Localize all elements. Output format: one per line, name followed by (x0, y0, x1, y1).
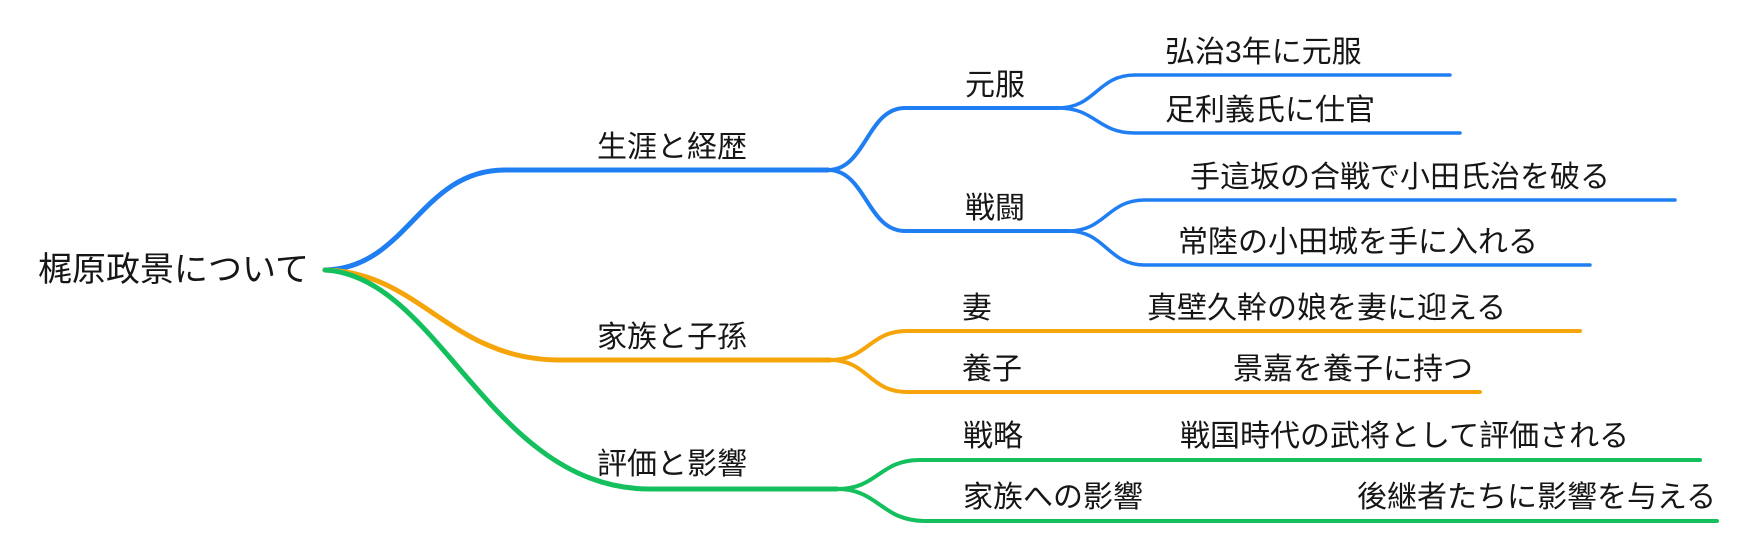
link-root-to-life-career (322, 167, 831, 273)
node-youshi[interactable]: 養子 (962, 353, 1022, 386)
node-life-career[interactable]: 生涯と経歴 (597, 131, 747, 164)
node-leaf-kageyoshi[interactable]: 景嘉を養子に持つ (1233, 353, 1473, 386)
node-leaf-tehaizaka[interactable]: 手這坂の合戦で小田氏治を破る (1190, 161, 1610, 194)
node-senryaku[interactable]: 戦略 (963, 420, 1023, 453)
link-sentou-to-leaf-odajou (1066, 229, 1592, 267)
link-sentou-to-leaf-tehaizaka (1066, 198, 1677, 233)
node-kazoku-eikyou[interactable]: 家族への影響 (963, 481, 1143, 514)
link-life-career-to-sentou (826, 168, 1070, 233)
node-leaf-makabe[interactable]: 真壁久幹の娘を妻に迎える (1147, 292, 1507, 325)
node-tsuma[interactable]: 妻 (962, 292, 992, 325)
link-evaluation-to-kazoku (835, 487, 1719, 523)
link-root-to-evaluation (322, 267, 840, 492)
node-leaf-koji3-genpuku[interactable]: 弘治3年に元服 (1165, 36, 1362, 69)
node-sentou[interactable]: 戦闘 (965, 192, 1025, 225)
link-genpuku-to-leaf-ashikaga (1056, 106, 1462, 135)
link-genpuku-to-leaf-koji (1056, 73, 1452, 110)
link-evaluation-to-senryaku (835, 458, 1702, 491)
node-leaf-koukeisha[interactable]: 後継者たちに影響を与える (1357, 481, 1717, 514)
node-leaf-sengoku-busho[interactable]: 戦国時代の武将として評価される (1180, 420, 1630, 453)
link-family-to-tsuma-row (828, 329, 1582, 362)
node-evaluation[interactable]: 評価と影響 (597, 448, 747, 481)
node-leaf-odajou[interactable]: 常陸の小田城を手に入れる (1178, 226, 1538, 259)
node-genpuku[interactable]: 元服 (965, 69, 1025, 102)
node-family[interactable]: 家族と子孫 (597, 321, 747, 354)
link-family-to-youshi-row (828, 358, 1482, 394)
link-root-to-family (322, 267, 833, 363)
node-root[interactable]: 梶原政景について (38, 251, 309, 289)
node-leaf-ashikaga-shikan[interactable]: 足利義氏に仕官 (1165, 94, 1375, 127)
link-life-career-to-genpuku (826, 106, 1060, 172)
